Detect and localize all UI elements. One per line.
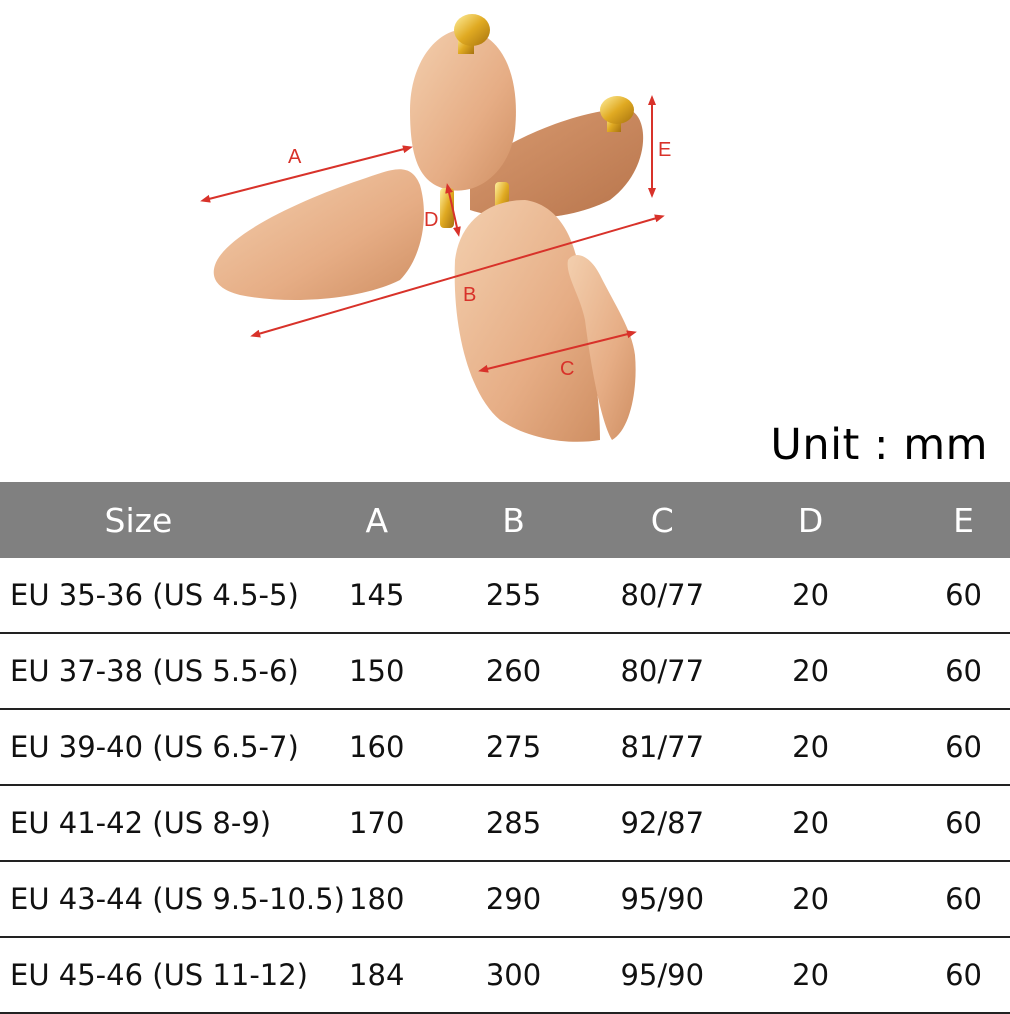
d-cell: 20 (704, 861, 918, 938)
a-cell: 150 (346, 633, 407, 710)
dimension-arrow-c (478, 330, 637, 373)
e-cell: 60 (917, 709, 1010, 786)
c-cell: 95/90 (620, 861, 705, 938)
header-a: A (365, 500, 389, 540)
b-cell: 255 (406, 558, 621, 634)
header-d: D (797, 500, 824, 540)
shoe-tree-illustration: A B C D E (200, 14, 671, 442)
d-cell: 20 (704, 785, 918, 862)
a-cell: 184 (346, 937, 407, 1014)
b-cell: 260 (406, 633, 621, 710)
table-header-row: Size A B C D E (0, 482, 1010, 558)
c-cell: 81/77 (620, 709, 705, 786)
size-cell: EU 41-42 (US 8-9) (0, 785, 347, 862)
header-size: Size (104, 500, 173, 540)
b-cell: 300 (406, 937, 621, 1014)
dimension-label-a: A (288, 146, 302, 168)
size-cell: EU 37-38 (US 5.5-6) (0, 633, 347, 710)
header-b: B (502, 500, 525, 540)
brass-knob-icon (454, 14, 490, 54)
back-shoe-tree-toe (470, 109, 644, 219)
dimension-label-e: E (658, 139, 671, 161)
a-cell: 170 (346, 785, 407, 862)
c-cell: 92/87 (620, 785, 705, 862)
dimension-arrow-d (445, 183, 461, 237)
header-e: E (953, 500, 974, 540)
size-cell: EU 43-44 (US 9.5-10.5) (0, 861, 347, 938)
dimension-label-c: C (560, 358, 574, 380)
b-cell: 285 (406, 785, 621, 862)
size-cell: EU 35-36 (US 4.5-5) (0, 558, 347, 634)
c-cell: 80/77 (620, 633, 705, 710)
unit-label: Unit : mm (770, 420, 988, 470)
b-cell: 275 (406, 709, 621, 786)
brass-knob-icon (600, 96, 634, 132)
e-cell: 60 (917, 861, 1010, 938)
header-c: C (650, 500, 674, 540)
a-cell: 145 (346, 558, 407, 634)
size-cell: EU 45-46 (US 11-12) (0, 937, 347, 1014)
dimension-arrow-a (200, 145, 413, 203)
front-shoe-tree-toe-left (454, 200, 600, 442)
d-cell: 20 (704, 709, 918, 786)
back-shoe-tree-heel (410, 29, 516, 191)
c-cell: 80/77 (620, 558, 705, 634)
e-cell: 60 (917, 785, 1010, 862)
e-cell: 60 (917, 558, 1010, 634)
d-cell: 20 (704, 558, 918, 634)
e-cell: 60 (917, 937, 1010, 1014)
dimension-arrow-b (250, 214, 665, 338)
e-cell: 60 (917, 633, 1010, 710)
dimension-label-d: D (424, 209, 438, 231)
size-cell: EU 39-40 (US 6.5-7) (0, 709, 347, 786)
dimension-label-b: B (463, 284, 476, 306)
c-cell: 95/90 (620, 937, 705, 1014)
d-cell: 20 (704, 937, 918, 1014)
b-cell: 290 (406, 861, 621, 938)
a-cell: 160 (346, 709, 407, 786)
a-cell: 180 (346, 861, 407, 938)
d-cell: 20 (704, 633, 918, 710)
